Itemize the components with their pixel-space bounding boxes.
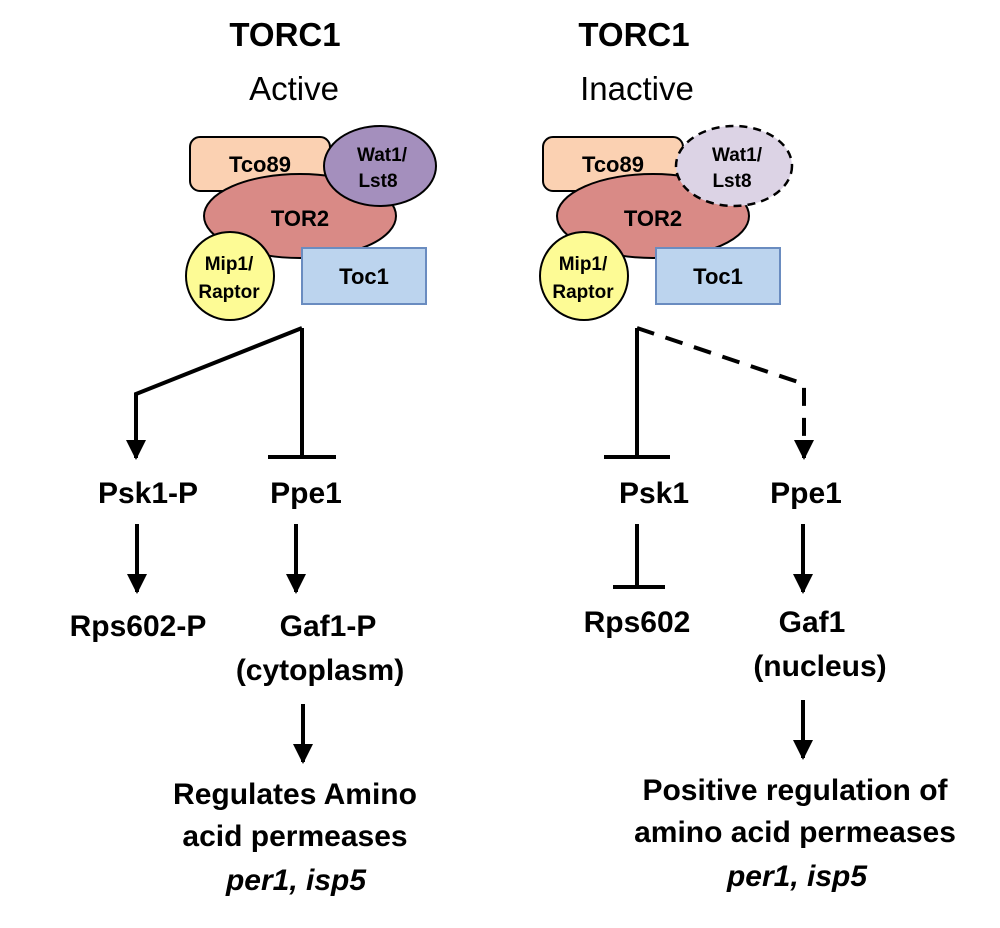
inactive-title: TORC1 [578,16,689,53]
inactive-psk1-node: Psk1 [619,477,689,510]
inactive-mip1-label-line2: Raptor [552,282,614,303]
active-torc1-complex: Tco89 TOR2 Wat1/ Lst8 Toc1 Mip1/ Raptor [185,125,437,321]
active-rps602-node: Rps602-P [70,610,207,643]
active-outcome-line2: acid permeases [182,820,407,853]
active-toc1-box [301,247,427,305]
active-title: TORC1 [229,16,340,53]
inactive-wat1-ellipse-dashed [674,124,794,208]
inactive-inhibition-to-psk1 [604,328,670,459]
inactive-genes: per1, isp5 [726,860,868,893]
inactive-wat1-label-line1: Wat1/ [712,145,763,166]
active-wat1-label-line2: Lst8 [358,171,397,192]
active-mip1-label-line1: Mip1/ [205,254,254,275]
active-gaf1-node: Gaf1-P [280,610,377,643]
active-toc1-label: Toc1 [339,264,389,289]
inactive-toc1-box [655,247,781,305]
inactive-state-label: Inactive [580,70,694,107]
inactive-rps602-node: Rps602 [584,606,691,639]
inactive-inhibition-psk1-to-rps602 [613,524,665,589]
inactive-mip1-circle [539,231,629,321]
inactive-toc1-label: Toc1 [693,264,743,289]
inactive-torc1-complex: Tco89 TOR2 Wat1/ Lst8 Toc1 Mip1/ Raptor [539,124,794,321]
active-tor2-label: TOR2 [271,206,329,231]
inactive-wat1-label-line2: Lst8 [712,171,751,192]
inactive-gaf1-location: (nucleus) [753,650,886,683]
active-wat1-label-line1: Wat1/ [357,145,408,166]
inactive-panel: TORC1 Inactive Tco89 TOR2 Wat1/ Lst8 Toc… [539,16,956,893]
inactive-dashed-activation-arrow-to-ppe1 [636,326,814,460]
inactive-tor2-label: TOR2 [624,206,682,231]
inactive-outcome-line2: amino acid permeases [634,816,956,849]
active-outcome-line1: Regulates Amino [173,778,417,811]
inactive-tco89-label: Tco89 [582,152,644,177]
active-inhibition-to-ppe1 [268,328,336,459]
active-psk1-node: Psk1-P [98,477,198,510]
active-wat1-ellipse [323,125,437,207]
active-state-label: Active [249,70,339,107]
active-mip1-circle [185,231,275,321]
active-tco89-label: Tco89 [229,152,291,177]
active-mip1-label-line2: Raptor [198,282,260,303]
inactive-mip1-label-line1: Mip1/ [559,254,608,275]
active-gaf1-location: (cytoplasm) [236,654,404,687]
inactive-ppe1-node: Ppe1 [770,477,842,510]
active-panel: TORC1 Active Tco89 TOR2 Wat1/ Lst8 Toc1 … [70,16,437,897]
inactive-gaf1-node: Gaf1 [779,606,846,639]
active-ppe1-node: Ppe1 [270,477,342,510]
active-genes: per1, isp5 [225,864,367,897]
inactive-outcome-line1: Positive regulation of [642,774,948,807]
active-activation-arrow-to-psk1 [126,326,303,460]
